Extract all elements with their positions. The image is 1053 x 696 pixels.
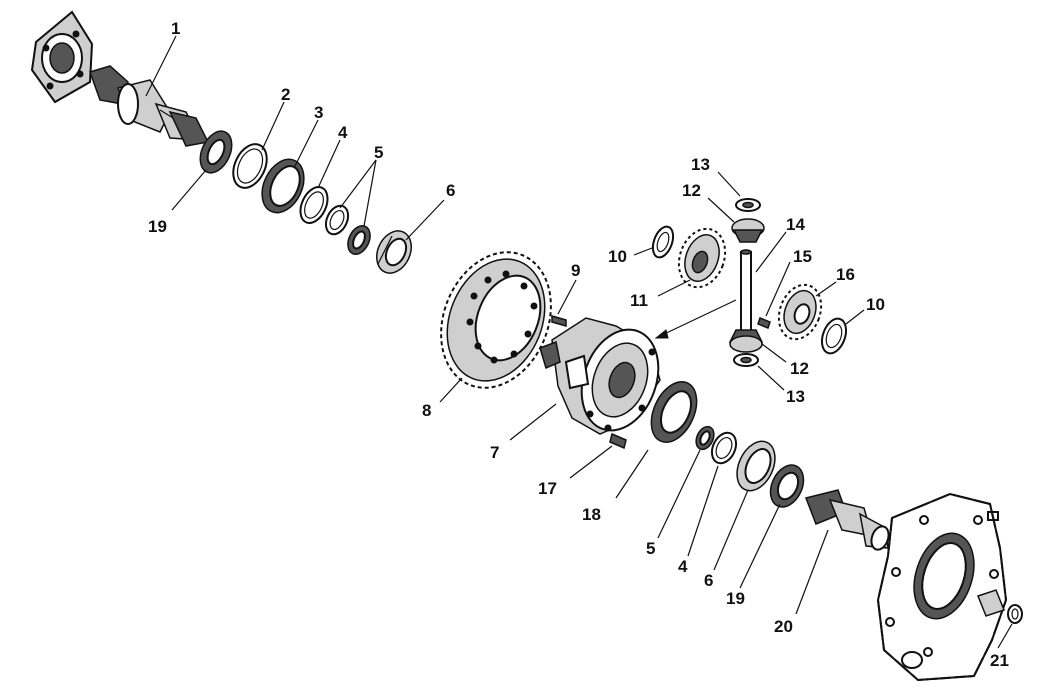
callout-2: 2 (281, 85, 290, 104)
callout-4-left: 4 (338, 123, 348, 142)
callout-10-left: 10 (608, 247, 627, 266)
part-2-ring (232, 143, 268, 189)
part-3-bearing-cup (261, 158, 305, 214)
part-1-left-axle-flange-shaft (30, 10, 210, 147)
part-7-differential-case (539, 317, 661, 435)
part-9-pin (551, 315, 567, 327)
part-5-washer-right (695, 425, 715, 451)
part-12-pinion-gear-bottom (728, 329, 764, 353)
callout-9: 9 (571, 261, 580, 280)
callout-15: 15 (793, 247, 812, 266)
part-13-pinion-washer-bottom (733, 353, 759, 367)
assembly-arrow (654, 299, 737, 339)
callout-1: 1 (171, 19, 180, 38)
callout-12-top: 12 (682, 181, 701, 200)
part-18-bearing-right (650, 381, 698, 443)
part-20-right-axle-shaft (804, 489, 890, 551)
right-housing-plate (876, 492, 1008, 682)
callout-labels: 1 2 3 4 5 6 19 9 10 11 13 12 14 15 16 10… (148, 19, 1009, 670)
part-6-bearing-left (376, 230, 412, 274)
callout-8: 8 (422, 401, 431, 420)
callout-13-top: 13 (691, 155, 710, 174)
callout-20: 20 (774, 617, 793, 636)
part-19-seal-left (199, 130, 233, 174)
callout-14: 14 (786, 215, 805, 234)
callout-18: 18 (582, 505, 601, 524)
callout-6-left: 6 (446, 181, 455, 200)
callout-19-left: 19 (148, 217, 167, 236)
callout-11: 11 (630, 291, 648, 310)
part-10-thrust-washer-right (820, 317, 848, 355)
part-5-washers-left (324, 204, 371, 255)
callout-12-bottom: 12 (790, 359, 809, 378)
part-14-pinion-shaft (740, 249, 752, 337)
callout-10-right: 10 (866, 295, 885, 314)
part-4-shim-right (710, 431, 738, 465)
part-19-seal-right (769, 464, 805, 508)
callout-5-left: 5 (374, 143, 383, 162)
part-8-ring-gear (440, 251, 552, 389)
part-4-shim-left (299, 186, 329, 224)
callout-19-right: 19 (726, 589, 745, 608)
part-15-lock-pin (757, 317, 771, 329)
part-6-bearing-right (736, 440, 776, 492)
part-16-side-gear-right (777, 283, 823, 341)
part-13-pinion-washer-top (735, 198, 761, 212)
part-11-side-gear (677, 227, 727, 289)
callout-5-right: 5 (646, 539, 655, 558)
callout-13-bottom: 13 (786, 387, 805, 406)
callout-6-right: 6 (704, 571, 713, 590)
callout-4-right: 4 (678, 557, 688, 576)
part-10-thrust-washer-left (651, 225, 675, 259)
callout-16: 16 (836, 265, 855, 284)
callout-21: 21 (990, 651, 1009, 670)
leader-lines (145, 35, 1013, 649)
callout-7: 7 (490, 443, 499, 462)
callout-3: 3 (314, 103, 323, 122)
part-12-pinion-gear-top (731, 218, 765, 243)
part-17-bolt (609, 432, 627, 450)
callout-17: 17 (538, 479, 557, 498)
part-21-plug (1007, 604, 1023, 624)
